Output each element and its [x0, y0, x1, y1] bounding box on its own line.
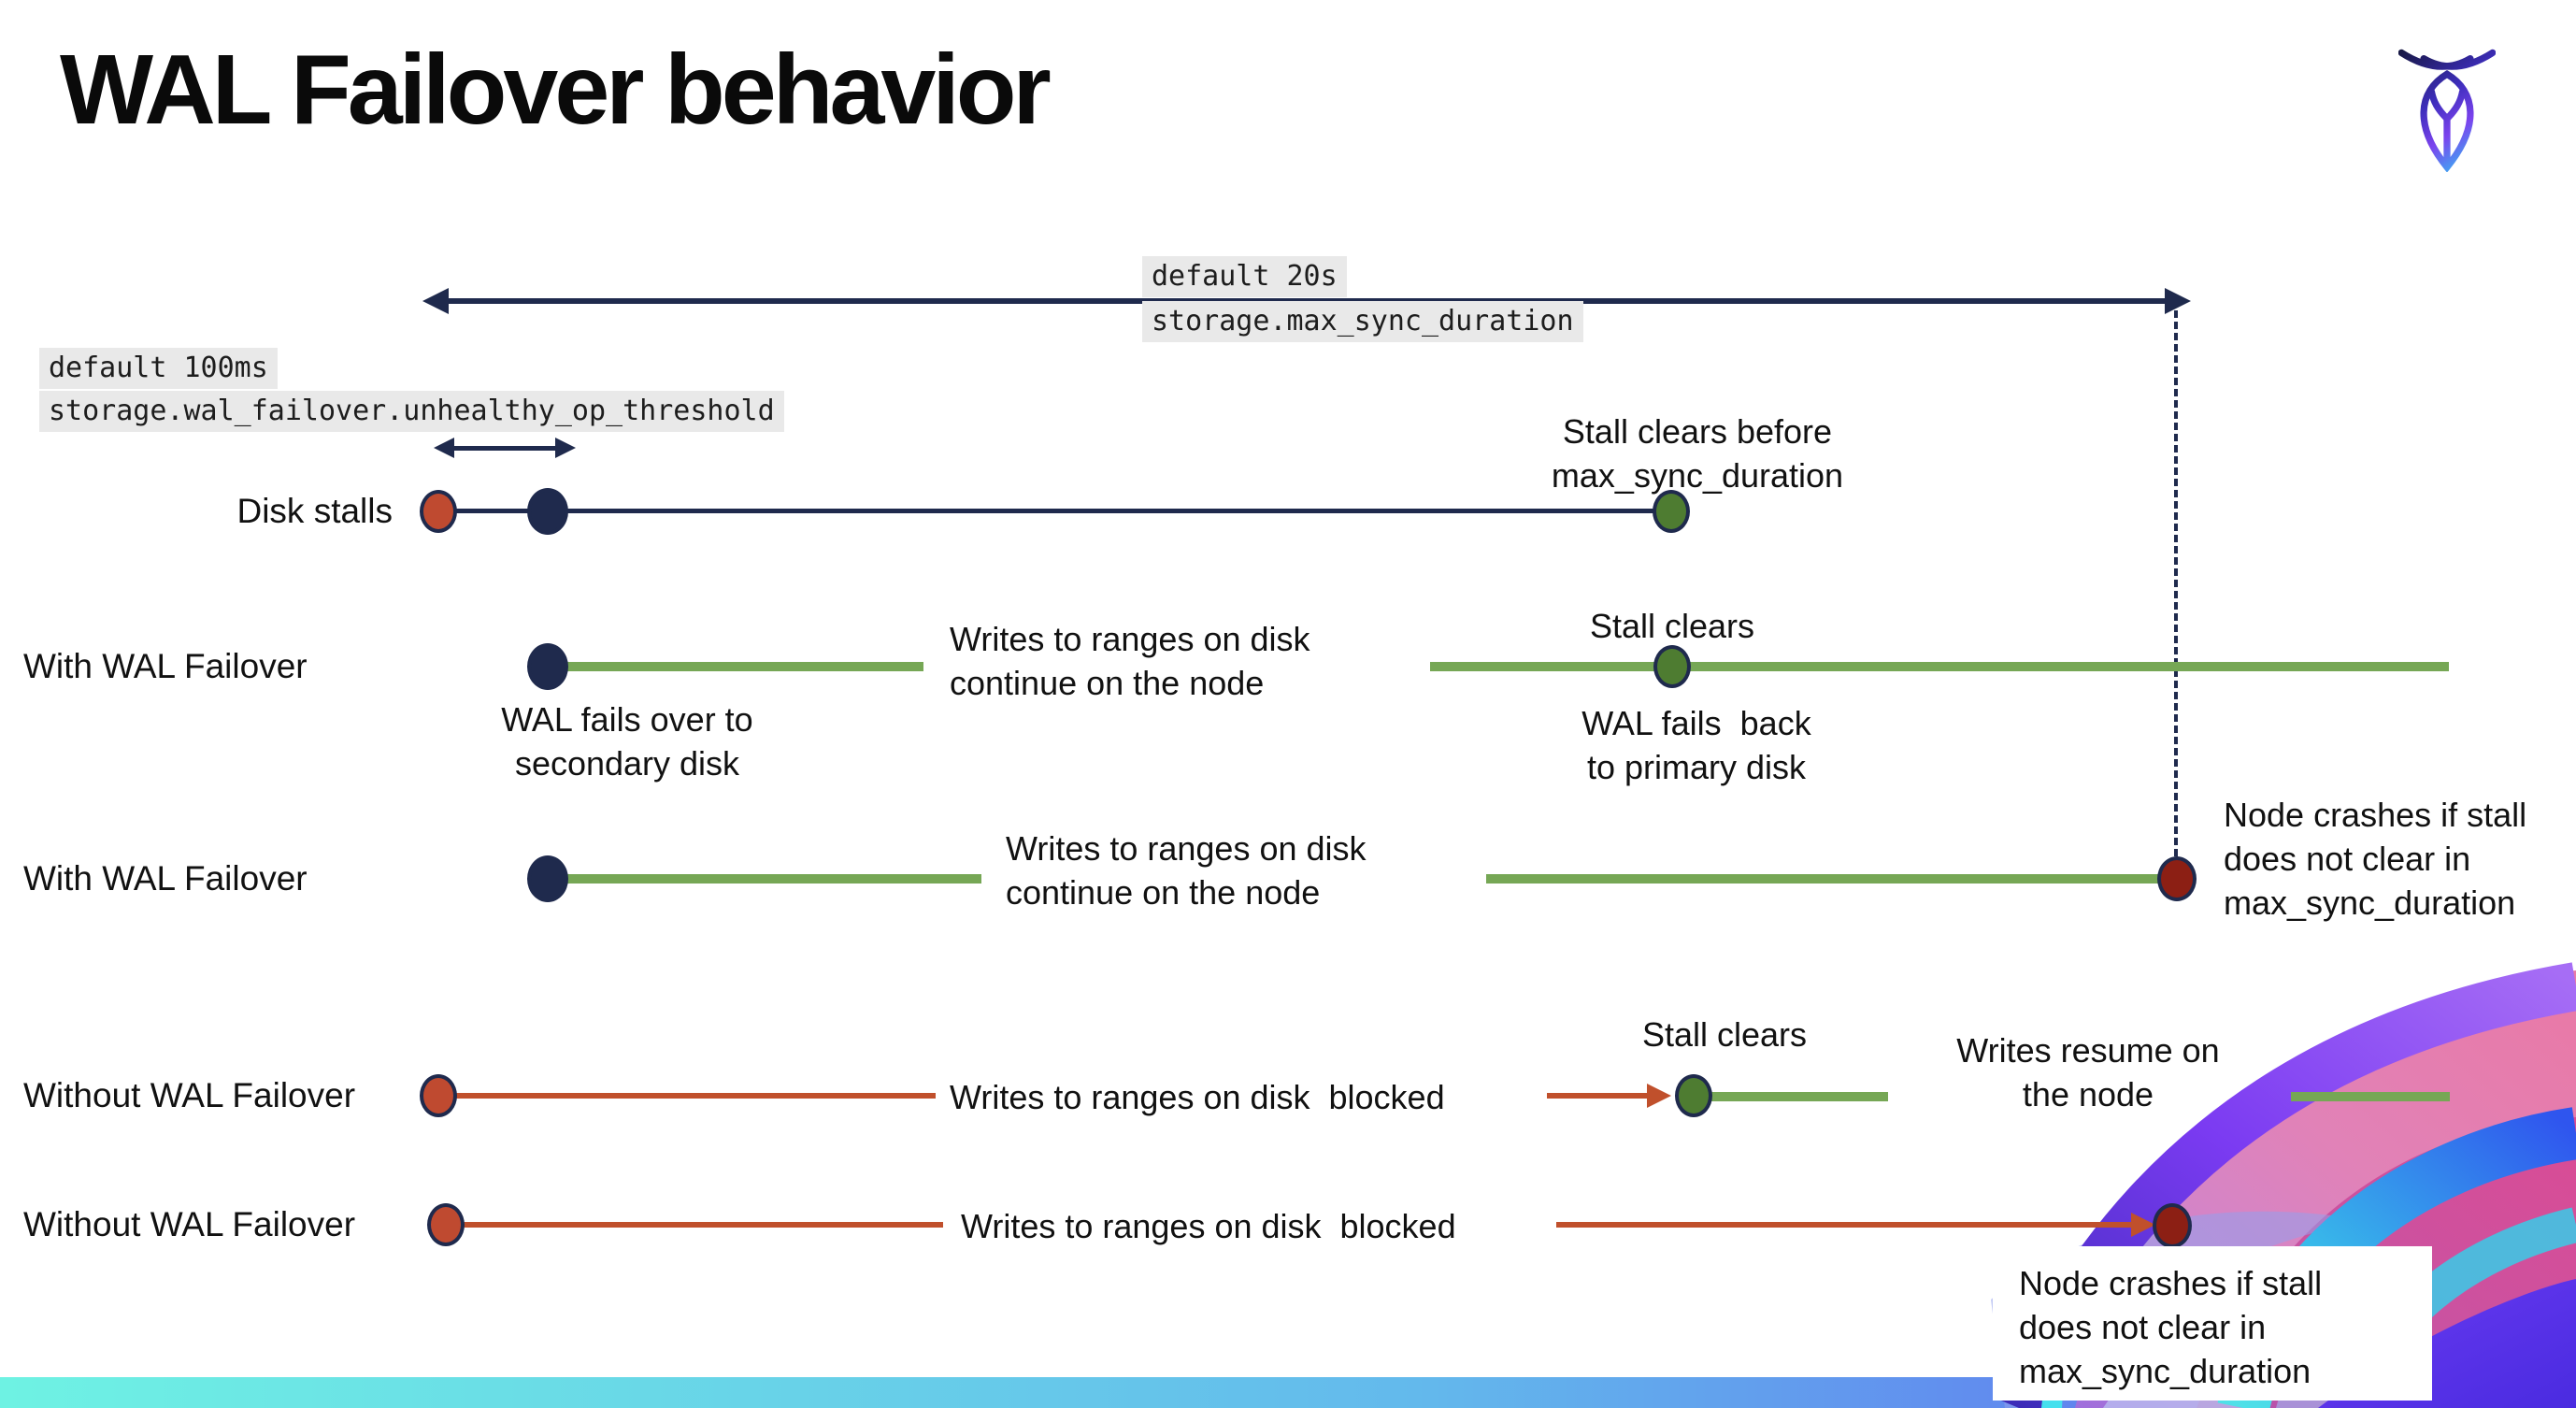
- without-wal-2-red-arrowhead-icon: [2131, 1213, 2155, 1237]
- annotation-wal-fails-back: WAL fails back to primary disk: [1581, 704, 1811, 786]
- row-label-with-wal-failover-1: With WAL Failover: [23, 647, 308, 685]
- with-wal-1-green-line-a: [561, 662, 923, 671]
- cockroachdb-logo-icon: [2398, 49, 2496, 172]
- with-wal-1-green-line-b: [1430, 662, 2449, 671]
- badge-default-100ms: default 100ms: [39, 348, 278, 389]
- disk-stall-start-dot: [420, 490, 457, 533]
- without-wal-1-red-line-b: [1547, 1093, 1650, 1099]
- page-title: WAL Failover behavior: [60, 35, 1052, 145]
- disk-stalls-line-2: [548, 509, 1671, 513]
- with-wal-2-green-line-b: [1486, 874, 2161, 884]
- annotation-writes-blocked-1: Writes to ranges on disk blocked: [950, 1078, 1445, 1116]
- threshold-arrow-line: [452, 446, 557, 451]
- failover-trigger-dot-row1: [527, 488, 568, 535]
- disk-stall-dot-row5: [427, 1203, 465, 1246]
- annotation-node-crashes-1: Node crashes if stall does not clear in …: [2224, 796, 2527, 922]
- node-crash-dot-row5: [2153, 1203, 2192, 1248]
- without-wal-1-green-line-b: [2291, 1092, 2450, 1101]
- annotation-stall-clears-2: Stall clears: [1641, 1015, 1808, 1054]
- badge-unhealthy-op-threshold: storage.wal_failover.unhealthy_op_thresh…: [39, 391, 784, 432]
- annotation-writes-continue-2: Writes to ranges on disk continue on the…: [1006, 829, 1367, 912]
- threshold-arrowhead-left-icon: [434, 438, 454, 458]
- max-sync-arrowhead-right-icon: [2165, 288, 2191, 314]
- badge-default-20s: default 20s: [1142, 256, 1347, 297]
- stall-clears-dot-row2: [1653, 645, 1691, 688]
- row-label-without-wal-failover-1: Without WAL Failover: [23, 1076, 356, 1114]
- max-sync-deadline-dashed-line: [2174, 310, 2178, 856]
- without-wal-2-red-line-b: [1556, 1222, 2136, 1228]
- annotation-writes-resume: Writes resume on the node: [1956, 1031, 2220, 1113]
- max-sync-arrowhead-left-icon: [422, 288, 449, 314]
- annotation-writes-blocked-2: Writes to ranges on disk blocked: [961, 1207, 1456, 1245]
- disk-stalls-line-1: [438, 509, 548, 513]
- annotation-node-crashes-2: Node crashes if stall does not clear in …: [2019, 1264, 2323, 1390]
- stall-clears-dot-row1: [1653, 490, 1690, 533]
- annotation-writes-continue-1: Writes to ranges on disk continue on the…: [950, 620, 1310, 702]
- annotation-stall-clears-before: Stall clears before max_sync_duration: [1551, 412, 1844, 495]
- row-label-without-wal-failover-2: Without WAL Failover: [23, 1205, 356, 1243]
- annotation-wal-fails-over: WAL fails over to secondary disk: [501, 700, 753, 783]
- annotation-stall-clears-1: Stall clears: [1589, 607, 1755, 645]
- node-crash-dot-row3: [2157, 856, 2197, 901]
- threshold-arrowhead-right-icon: [555, 438, 576, 458]
- stall-clears-dot-row4: [1675, 1074, 1712, 1117]
- wal-failover-dot-row3: [527, 855, 568, 902]
- without-wal-1-red-arrowhead-icon: [1647, 1084, 1671, 1108]
- badge-max-sync-duration: storage.max_sync_duration: [1142, 301, 1583, 342]
- wal-failover-dot-row2: [527, 643, 568, 690]
- disk-stall-dot-row4: [420, 1074, 457, 1117]
- logo-strokes: [2398, 49, 2496, 172]
- without-wal-1-red-line-a: [450, 1093, 936, 1099]
- without-wal-1-green-line-a: [1707, 1092, 1888, 1101]
- row-label-with-wal-failover-2: With WAL Failover: [23, 859, 308, 898]
- with-wal-2-green-line-a: [561, 874, 981, 884]
- node-crash-callout-box: Node crashes if stall does not clear in …: [1993, 1246, 2432, 1401]
- without-wal-2-red-line-a: [457, 1222, 943, 1228]
- row-label-disk-stalls: Disk stalls: [236, 492, 393, 530]
